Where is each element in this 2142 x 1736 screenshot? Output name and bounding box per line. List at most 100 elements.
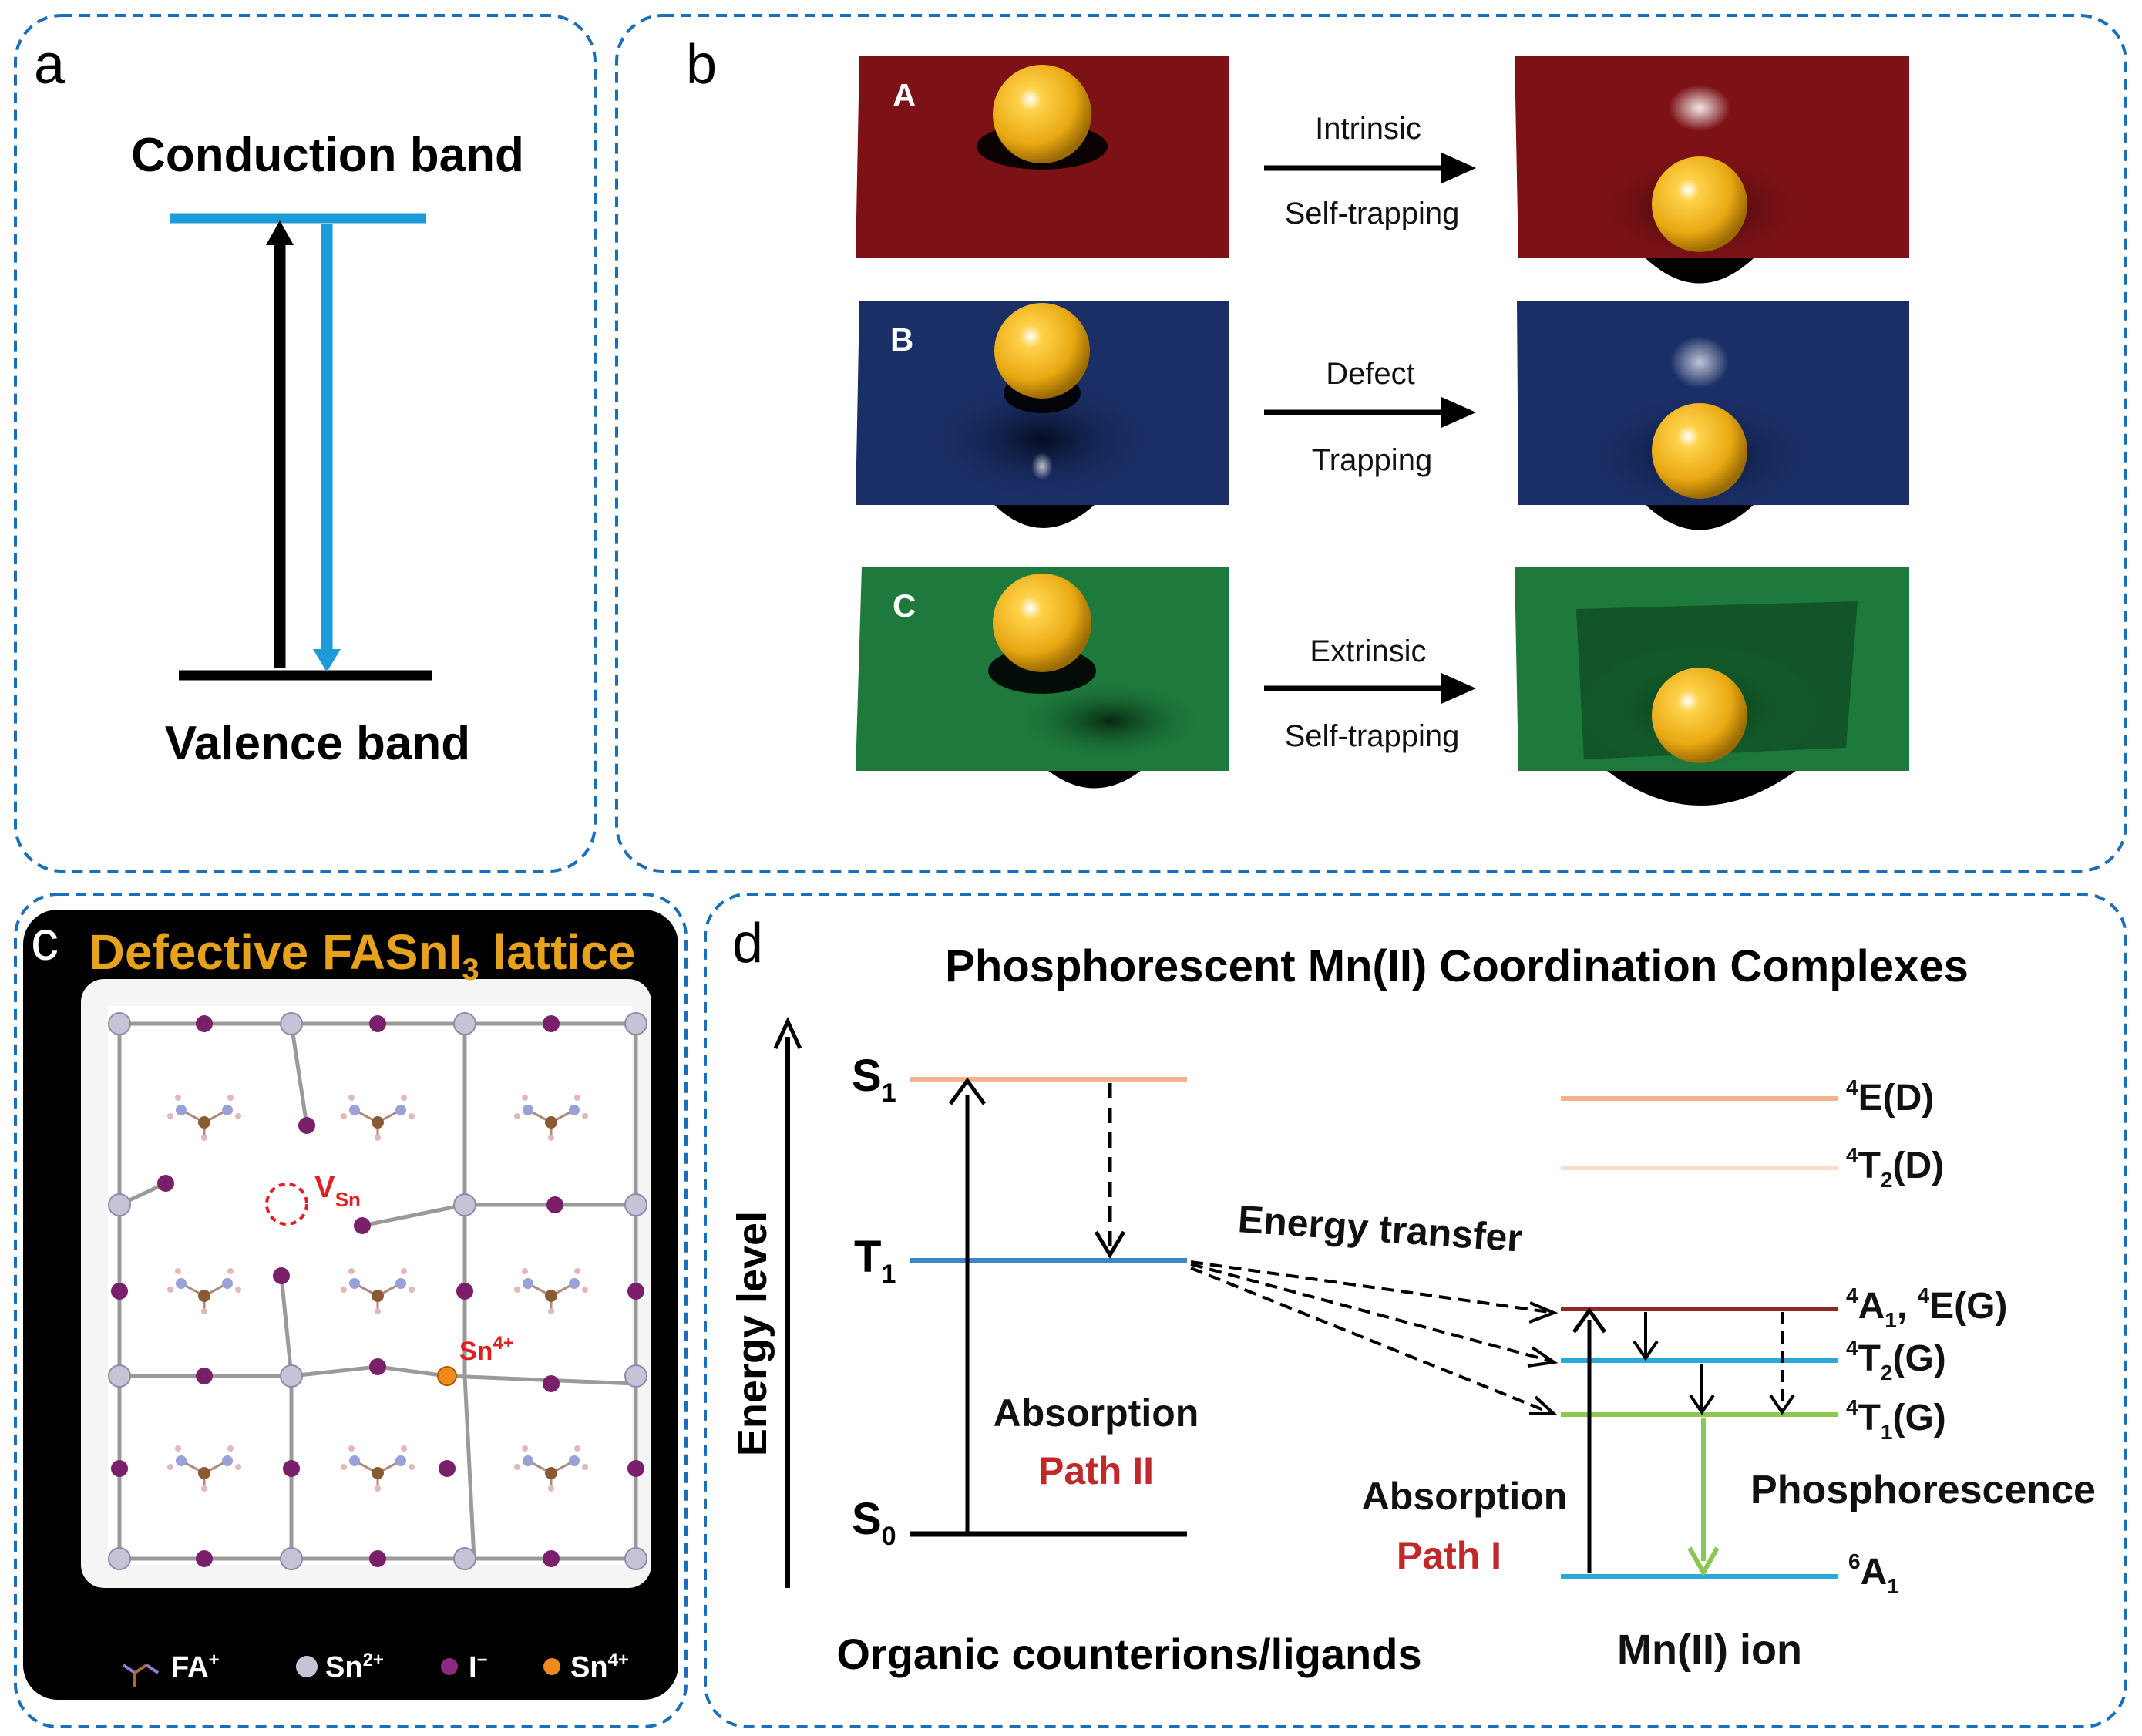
row-a-right-scene [1515, 56, 1909, 284]
fa-nitrogen [176, 1105, 187, 1115]
fa-hydrogen [409, 1464, 415, 1470]
panel-d-frame [704, 893, 2127, 1728]
iodide-atom [543, 1375, 560, 1392]
fa-hydrogen [167, 1287, 173, 1293]
fa-hydrogen [235, 1113, 241, 1119]
fa-hydrogen [582, 1287, 588, 1293]
fa-hydrogen [235, 1287, 241, 1293]
relaxation-arrow-2-head [1689, 1394, 1715, 1415]
iodide-atom [196, 1015, 213, 1032]
iodide-atom [273, 1267, 290, 1284]
phosphorescence-arrow-head [1687, 1546, 1720, 1578]
lattice-bond [291, 1364, 378, 1378]
iodide-legend-label: I− [469, 1650, 488, 1684]
fa-nitrogen [222, 1278, 233, 1289]
iodide-atom [439, 1460, 456, 1477]
panel-d-label: d [732, 913, 763, 974]
panel-a-label: a [34, 34, 66, 96]
lattice-bond [377, 1364, 448, 1378]
row-c-right-scene [1515, 567, 1909, 806]
lattice-grid [108, 1012, 647, 1570]
fa-hydrogen [514, 1287, 520, 1293]
fa-carbon [198, 1290, 210, 1302]
iodide-atom [369, 1015, 386, 1032]
fa-carbon [372, 1467, 384, 1479]
fa-carbon [198, 1116, 210, 1129]
lattice-legend: FA+ Sn2+ I− Sn4+ [122, 1650, 629, 1687]
organic-absorption-arrow-head [948, 1077, 987, 1105]
lattice-title: Defective FASnI3 lattice [89, 924, 636, 987]
tin-2-atom [280, 1547, 303, 1570]
fa-hydrogen [375, 1308, 381, 1314]
iodide-atom [627, 1283, 644, 1300]
fa-nitrogen [176, 1278, 187, 1289]
row-c-tag: C [893, 587, 916, 624]
fa-nitrogen [569, 1455, 580, 1466]
path-i-label: Path I [1397, 1534, 1501, 1577]
lattice-area-inner [108, 1006, 632, 1565]
iodide-atom [111, 1283, 128, 1300]
fa-nitrogen [523, 1105, 533, 1115]
iodide-atom [546, 1196, 563, 1213]
relaxation-arrow-3-head [1769, 1394, 1795, 1415]
fa-hydrogen [401, 1268, 407, 1274]
tin-vacancy-marker [265, 1183, 308, 1226]
panel-b-frame [615, 14, 2127, 873]
iodide-atom [543, 1550, 560, 1567]
row-b-right-scene [1517, 301, 1909, 530]
fa-hydrogen [201, 1308, 207, 1314]
iodide-atom [456, 1283, 473, 1300]
fa-hydrogen [227, 1268, 234, 1274]
tin-2-atom [453, 1547, 476, 1570]
fa-hydrogen [341, 1464, 347, 1470]
fa-hydrogen [227, 1095, 234, 1101]
panel-b-label: b [686, 34, 717, 96]
s1-label: S1 [852, 1051, 896, 1108]
panel-c-frame [14, 893, 688, 1728]
fa-nitrogen [569, 1278, 580, 1289]
conduction-band-label: Conduction band [131, 129, 524, 182]
row-b-bottom-label: Trapping [1312, 443, 1432, 477]
tin-2-atom [108, 1012, 131, 1035]
fa-hydrogen [574, 1445, 580, 1452]
fa-nitrogen [523, 1455, 533, 1466]
fa-carbon [545, 1116, 557, 1129]
iodide-atom [298, 1117, 315, 1134]
sn2-legend-dot [296, 1656, 318, 1677]
fa-hydrogen [574, 1095, 580, 1101]
fa-nitrogen [569, 1105, 580, 1115]
lattice-bond [462, 1375, 476, 1559]
iodide-atom [196, 1550, 213, 1567]
iodide-atom [627, 1460, 644, 1477]
tin-2-atom [280, 1364, 303, 1388]
fa-hydrogen [348, 1268, 355, 1274]
fa-hydrogen [582, 1464, 588, 1470]
lattice-bond [446, 1374, 637, 1386]
fa-legend-icon [122, 1664, 160, 1687]
valence-band-label: Valence band [165, 717, 470, 770]
row-b-top-label: Defect [1326, 357, 1415, 391]
iodide-atom [369, 1358, 386, 1375]
fa-carbon [198, 1467, 210, 1479]
path-ii-label: Path II [1038, 1449, 1154, 1492]
row-a-top-label: Intrinsic [1315, 112, 1421, 146]
fa-hydrogen [514, 1464, 520, 1470]
tin-2-atom [108, 1193, 131, 1216]
tin-2-atom [624, 1547, 647, 1570]
label-4t2-d: 4T2(D) [1846, 1143, 1944, 1192]
fa-hydrogen [548, 1135, 554, 1141]
fa-hydrogen [175, 1095, 181, 1101]
fa-hydrogen [522, 1445, 528, 1452]
fa-hydrogen [574, 1268, 580, 1274]
fa-nitrogen [349, 1455, 360, 1466]
sn4-legend-label: Sn4+ [570, 1650, 629, 1684]
fa-hydrogen [548, 1485, 554, 1492]
relaxation-arrow-1-head [1633, 1340, 1659, 1361]
fa-carbon [372, 1116, 384, 1129]
iodide-atom [543, 1015, 560, 1032]
iodide-atom [111, 1460, 128, 1477]
row-c-arrow-head [1441, 673, 1476, 704]
sn2-legend-label: Sn2+ [325, 1650, 384, 1684]
tin-4-atom [437, 1366, 457, 1386]
fa-hydrogen [201, 1135, 207, 1141]
